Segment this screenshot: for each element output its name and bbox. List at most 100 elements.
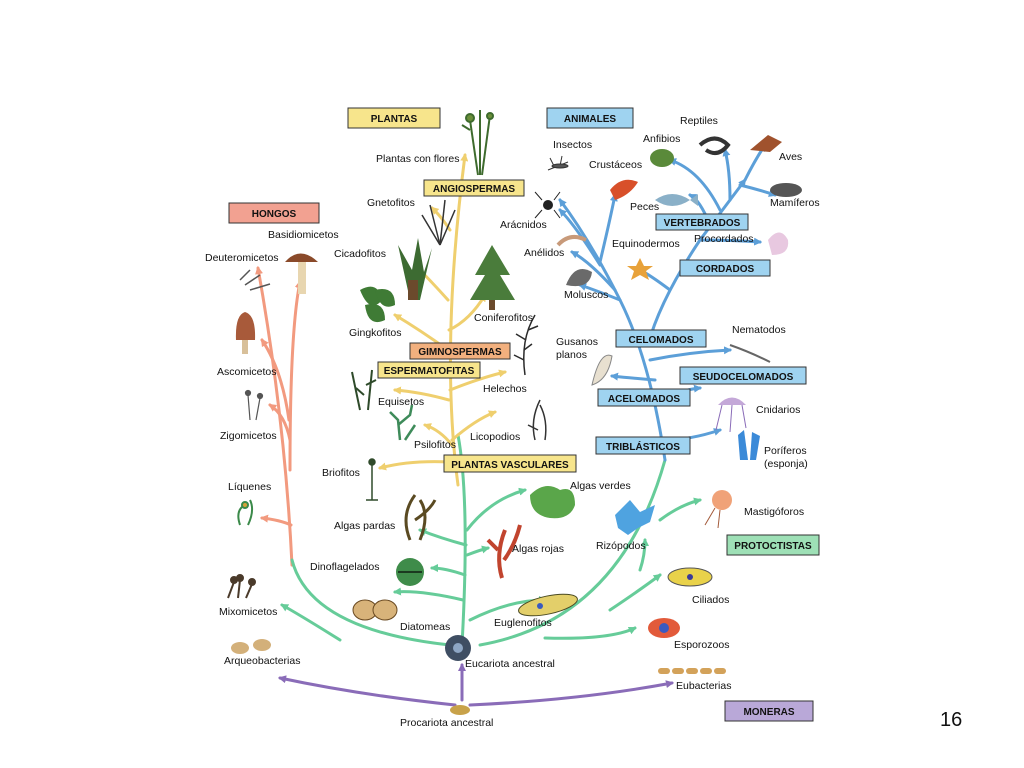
mammal-illustration bbox=[770, 183, 802, 197]
monera-labels: Procariota ancestral Arqueobacterias Eub… bbox=[224, 655, 731, 729]
plantas-vasculares-box: PLANTAS VASCULARES bbox=[443, 454, 577, 473]
fungi-branches bbox=[255, 266, 303, 567]
svg-text:HONGOS: HONGOS bbox=[252, 209, 297, 220]
label-helechos: Helechos bbox=[483, 383, 527, 395]
label-arqueobacterias: Arqueobacterias bbox=[224, 655, 300, 667]
green-algae-illustration bbox=[530, 486, 575, 519]
crustacean-illustration bbox=[610, 179, 638, 200]
svg-text:GIMNOSPERMAS: GIMNOSPERMAS bbox=[418, 347, 502, 358]
acelomados-box: ACELOMADOS bbox=[597, 388, 691, 407]
label-mixomicetos: Mixomicetos bbox=[219, 606, 277, 618]
label-anelidos: Anélidos bbox=[524, 247, 564, 259]
label-equinodermos: Equinodermos bbox=[612, 238, 680, 250]
label-mastigoforos: Mastigóforos bbox=[744, 506, 804, 518]
svg-text:PLANTAS VASCULARES: PLANTAS VASCULARES bbox=[451, 460, 569, 471]
sporozoan-illustration bbox=[648, 618, 680, 638]
eubacteria-illustration bbox=[658, 668, 726, 674]
label-ascomicetos: Ascomicetos bbox=[217, 366, 277, 378]
label-eucariota-ancestral: Eucariota ancestral bbox=[465, 658, 555, 670]
label-aracnidos: Arácnidos bbox=[500, 219, 547, 231]
bryophyte-illustration bbox=[366, 458, 378, 501]
animal-labels: Insectos Crustáceos Anfibios Reptiles Av… bbox=[500, 115, 820, 470]
label-equisetos: Equisetos bbox=[378, 396, 424, 408]
label-eubacterias: Eubacterias bbox=[676, 680, 731, 692]
slide-number: 16 bbox=[940, 709, 962, 731]
label-reptiles: Reptiles bbox=[680, 115, 718, 127]
insect-illustration bbox=[547, 155, 569, 171]
flatworm-illustration bbox=[591, 354, 613, 386]
svg-text:CELOMADOS: CELOMADOS bbox=[629, 335, 694, 346]
plantas-box: PLANTAS bbox=[347, 107, 441, 129]
label-mamiferos: Mamíferos bbox=[770, 197, 820, 209]
jellyfish-illustration bbox=[715, 397, 747, 433]
cycad-illustration bbox=[398, 238, 432, 300]
mastigophore-illustration bbox=[704, 490, 732, 529]
label-coniferofitos: Coniferofitos bbox=[474, 312, 533, 324]
zygomycete-illustration bbox=[244, 389, 264, 421]
svg-text:CORDADOS: CORDADOS bbox=[696, 264, 755, 275]
vertebrados-box: VERTEBRADOS bbox=[655, 213, 749, 231]
lycopod-illustration bbox=[527, 399, 547, 441]
red-algae-illustration bbox=[486, 524, 522, 579]
label-crustaceos: Crustáceos bbox=[589, 159, 642, 171]
angiospermas-box: ANGIOSPERMAS bbox=[423, 179, 525, 197]
svg-text:MONERAS: MONERAS bbox=[743, 707, 794, 718]
label-gingkofitos: Gingkofitos bbox=[349, 327, 402, 339]
label-plantas-con-flores: Plantas con flores bbox=[376, 153, 459, 165]
espermatofitas-box: ESPERMATOFITAS bbox=[377, 361, 481, 379]
label-moluscos: Moluscos bbox=[564, 289, 608, 301]
label-gnetofitos: Gnetofitos bbox=[367, 197, 415, 209]
gnetophyte-illustration bbox=[421, 199, 456, 246]
label-briofitos: Briofitos bbox=[322, 467, 360, 479]
eukaryote-cell-illustration bbox=[445, 635, 471, 661]
diatom-illustration bbox=[352, 599, 398, 621]
protist-labels: Algas pardas Algas verdes Algas rojas Di… bbox=[310, 480, 804, 670]
spider-illustration bbox=[534, 191, 561, 219]
ascomycete-illustration bbox=[235, 312, 256, 354]
rhizopod-illustration bbox=[615, 500, 655, 535]
label-ciliados: Ciliados bbox=[692, 594, 729, 606]
svg-text:ANIMALES: ANIMALES bbox=[564, 114, 617, 125]
label-poriferos-line2: (esponja) bbox=[764, 458, 808, 470]
animal-branches bbox=[558, 143, 777, 462]
group-boxes: ANGIOSPERMAS GIMNOSPERMAS ESPERMATOFITAS… bbox=[377, 179, 807, 473]
plant-labels: Plantas con flores Gnetofitos Cicadofito… bbox=[322, 153, 533, 479]
svg-text:ESPERMATOFITAS: ESPERMATOFITAS bbox=[384, 366, 475, 377]
svg-text:TRIBLÁSTICOS: TRIBLÁSTICOS bbox=[606, 440, 680, 453]
flowering-plant-illustration bbox=[461, 110, 494, 176]
ciliate-illustration bbox=[667, 567, 713, 587]
label-anfibios: Anfibios bbox=[643, 133, 680, 145]
label-euglenofitos: Euglenofitos bbox=[494, 617, 552, 629]
deuteromycete-illustration bbox=[239, 269, 271, 291]
monera-branches bbox=[278, 663, 674, 707]
nematode-illustration bbox=[729, 344, 771, 363]
frog-illustration bbox=[650, 149, 674, 167]
label-liquenes: Líquenes bbox=[228, 481, 271, 493]
label-algas-pardas: Algas pardas bbox=[334, 520, 395, 532]
seudocelomados-box: SEUDOCELOMADOS bbox=[679, 366, 807, 385]
gingko-illustration bbox=[360, 286, 395, 323]
label-procordados: Procordados bbox=[694, 233, 754, 245]
label-gusanos-planos-line2: planos bbox=[556, 349, 587, 361]
protoctistas-box: PROTOCTISTAS bbox=[726, 534, 820, 556]
mushroom-illustration bbox=[285, 253, 318, 294]
dinoflagellate-illustration bbox=[396, 558, 424, 586]
moneras-box: MONERAS bbox=[724, 700, 814, 722]
label-aves: Aves bbox=[779, 151, 802, 163]
horsetail-illustration bbox=[351, 369, 377, 411]
label-insectos: Insectos bbox=[553, 139, 592, 151]
animales-box: ANIMALES bbox=[546, 107, 634, 129]
sponge-illustration bbox=[738, 430, 760, 460]
hongos-box: HONGOS bbox=[228, 202, 320, 224]
label-diatomeas: Diatomeas bbox=[400, 621, 450, 633]
label-basidiomicetos: Basidiomicetos bbox=[268, 229, 339, 241]
protist-branches bbox=[280, 433, 702, 647]
fern-illustration bbox=[513, 314, 539, 376]
svg-text:ANGIOSPERMAS: ANGIOSPERMAS bbox=[433, 184, 516, 195]
fish-illustration bbox=[655, 194, 698, 206]
prokaryote-cell-illustration bbox=[450, 705, 470, 715]
svg-text:PROTOCTISTAS: PROTOCTISTAS bbox=[734, 541, 812, 552]
euglena-illustration bbox=[518, 593, 578, 617]
svg-text:ACELOMADOS: ACELOMADOS bbox=[608, 394, 681, 405]
